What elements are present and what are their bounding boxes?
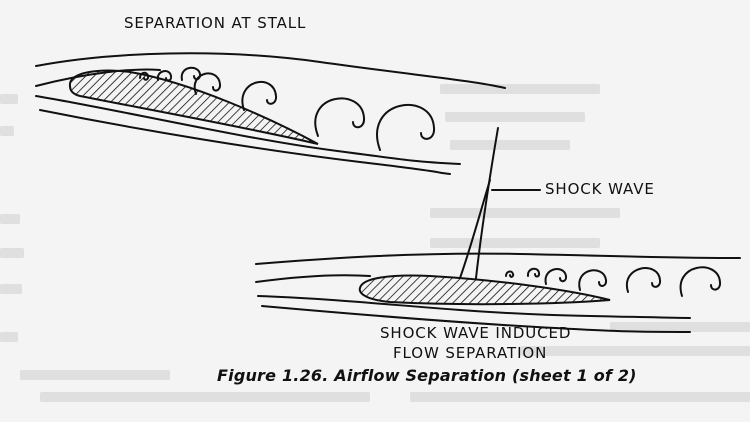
shock-streamline — [255, 274, 371, 283]
shock-induced-label-line1: SHOCK WAVE INDUCED — [380, 324, 572, 342]
shock-wave-line — [459, 179, 491, 279]
vortex-icon — [376, 104, 436, 151]
shock-streamline — [255, 252, 741, 265]
vortex-icon — [193, 72, 222, 95]
shock-wave-label: SHOCK WAVE — [545, 180, 655, 198]
shock-airfoil — [358, 274, 611, 306]
stall-diagram — [35, 52, 506, 175]
shock-streamline — [257, 295, 691, 319]
vortex-icon — [241, 80, 278, 111]
stall-streamline — [35, 52, 506, 89]
shock-wave-line — [475, 127, 499, 279]
separation-at-stall-label: SEPARATION AT STALL — [124, 14, 307, 32]
vortex-icon — [544, 268, 568, 285]
vortex-icon — [314, 97, 366, 137]
vortex-icon — [505, 270, 515, 278]
shock-diagram — [255, 127, 741, 333]
stall-streamline — [39, 109, 451, 175]
vortex-icon — [679, 266, 722, 297]
vortex-icon — [526, 267, 541, 278]
vortex-icon — [578, 269, 608, 291]
vortex-icon — [180, 66, 202, 81]
shock-induced-label-line2: FLOW SEPARATION — [393, 344, 548, 362]
vortex-icon — [625, 267, 662, 293]
shock-streamline — [261, 305, 691, 333]
figure-caption: Figure 1.26. Airflow Separation (sheet 1… — [217, 366, 637, 385]
stall-streamline — [35, 95, 461, 165]
stall-airfoil — [69, 69, 319, 145]
